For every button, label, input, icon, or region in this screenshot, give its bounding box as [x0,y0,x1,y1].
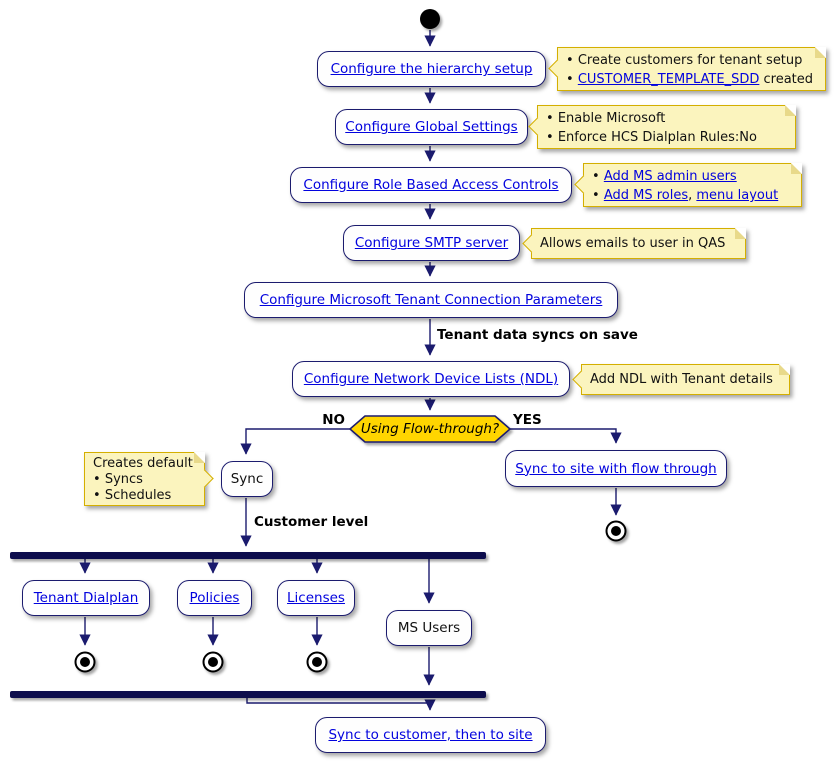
note-text: , [688,188,697,203]
sync-to-customer-then-site-link[interactable]: Sync to customer, then to site [328,727,533,743]
note-text: Enforce HCS Dialplan Rules:No [557,130,757,145]
note-text: Enable Microsoft [557,111,666,126]
add-ms-admin-users-link[interactable]: Add MS admin users [603,169,737,184]
decision-question: Using Flow-through? [360,421,500,437]
note-text: Syncs [104,472,143,487]
note-smtp: Allows emails to user in QAS [522,228,746,259]
configure-smtp-server-link[interactable]: Configure SMTP server [354,235,509,251]
activity-policies: Policies [177,580,252,616]
activity-configure-hierarchy-setup: Configure the hierarchy setup [317,51,546,87]
licenses-link[interactable]: Licenses [287,590,345,606]
activity-tenant-dialplan: Tenant Dialplan [22,580,150,616]
note-text: Creates default [93,456,193,471]
activity-sync-to-site-flow-through: Sync to site with flow through [505,450,727,487]
note-text: Add NDL with Tenant details [590,372,773,387]
edge-label-customer-level: Customer level [254,514,369,530]
sync-to-site-flow-through-link[interactable]: Sync to site with flow through [515,460,717,477]
edge-join-to-final-sync [246,698,436,711]
fork-bar [10,552,486,559]
note-sync-defaults: Creates default Syncs Schedules [84,452,214,506]
activity-configure-global-settings: Configure Global Settings [335,109,528,145]
configure-hierarchy-setup-link[interactable]: Configure the hierarchy setup [330,61,533,77]
customer-template-sdd-link[interactable]: CUSTOMER_TEMPLATE_SDD [577,72,760,87]
configure-rbac-link[interactable]: Configure Role Based Access Controls [303,177,559,193]
activity-configure-ms-tenant-connection: Configure Microsoft Tenant Connection Pa… [244,282,618,318]
decision-yes-label: YES [513,412,542,428]
edge-decision-yes-to-flowthrough [510,428,622,444]
end-node-flowthrough [605,520,627,542]
sync-label: Sync [230,471,264,487]
note-rbac: Add MS admin users Add MS roles, menu la… [574,163,802,207]
activity-sync: Sync [221,461,273,497]
note-text: Create customers for tenant setup [577,53,803,68]
edge-label-tenant-data-syncs: Tenant data syncs on save [437,327,638,343]
activity-configure-rbac: Configure Role Based Access Controls [290,167,572,203]
menu-layout-link[interactable]: menu layout [696,188,779,203]
end-node-tenant-dialplan [74,651,96,673]
decision-hexagon [349,415,511,443]
configure-global-settings-link[interactable]: Configure Global Settings [345,119,518,135]
join-bar [10,691,486,698]
configure-ms-tenant-connection-link[interactable]: Configure Microsoft Tenant Connection Pa… [259,292,603,308]
note-text: Allows emails to user in QAS [540,236,726,251]
start-node [420,9,440,29]
ms-users-label: MS Users [397,620,461,636]
add-ms-roles-link[interactable]: Add MS roles [603,188,689,203]
note-text: created [759,72,814,87]
end-node-licenses [306,651,328,673]
policies-link[interactable]: Policies [189,590,240,606]
edge-decision-no-to-sync [240,428,350,455]
configure-ndl-link[interactable]: Configure Network Device Lists (NDL) [303,371,559,387]
activity-ms-users: MS Users [386,610,472,646]
activity-licenses: Licenses [277,580,355,616]
end-node-policies [202,651,224,673]
note-text: Schedules [104,488,172,503]
activity-sync-to-customer-then-site: Sync to customer, then to site [315,717,546,753]
note-hierarchy: Create customers for tenant setup CUSTOM… [548,47,826,91]
activity-configure-smtp-server: Configure SMTP server [343,225,520,261]
activity-configure-ndl: Configure Network Device Lists (NDL) [292,361,570,397]
note-ndl: Add NDL with Tenant details [572,364,790,395]
decision-no-label: NO [322,412,345,428]
tenant-dialplan-link[interactable]: Tenant Dialplan [33,590,139,606]
note-global-settings: Enable Microsoft Enforce HCS Dialplan Ru… [528,105,796,149]
